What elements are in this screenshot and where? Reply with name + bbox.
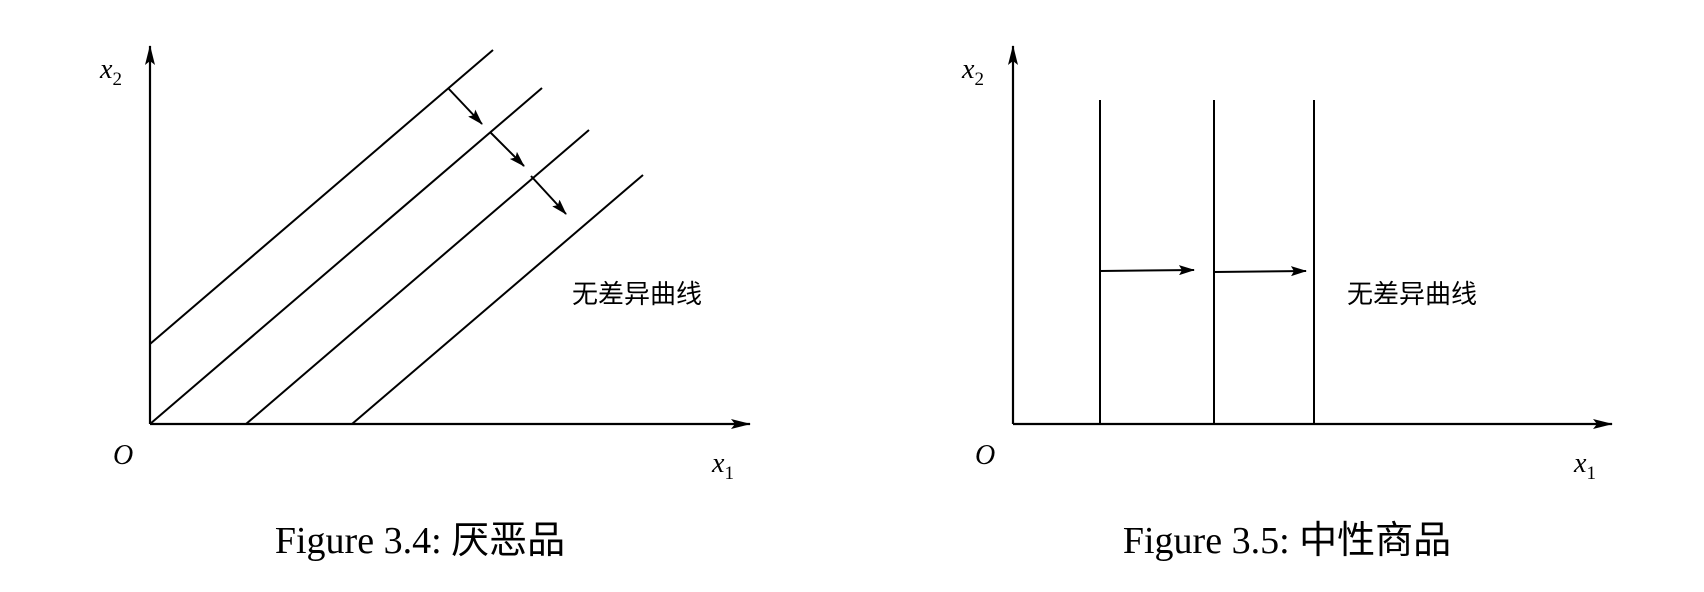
figure-3-4-origin-label: O (113, 440, 133, 471)
figure-3-5-curve-label: 无差异曲线 (1347, 280, 1477, 310)
figure-3-4-axes (145, 45, 751, 429)
figure-3-5-caption: Figure 3.5: 中性商品 (1123, 520, 1451, 562)
figure-3-4-shift-arrow-1 (447, 87, 483, 125)
figure-3-4-shift-arrows (447, 87, 567, 215)
figure-3-5-shift-arrows (1099, 265, 1307, 277)
figure-3-4-indifference-curves (149, 49, 644, 425)
figure-3-4: O x2 x1 无差异曲线 Figure 3.4: 厌恶品 (99, 45, 751, 562)
figure-3-4-shift-arrow-3 (530, 175, 567, 215)
figure-3-5-shift-arrow-2 (1213, 266, 1307, 277)
figure-3-4-curve-4 (351, 174, 644, 425)
figure-3-4-curve-label: 无差异曲线 (572, 280, 702, 310)
figure-3-5-x-axis-label: x1 (1573, 448, 1596, 484)
figure-3-5: O x2 x1 无差异曲线 Figure 3.5: 中性商品 (961, 45, 1613, 562)
figure-3-4-x-axis-label: x1 (711, 448, 734, 484)
figure-3-4-shift-arrow-2 (489, 131, 525, 167)
figure-3-5-axes (1008, 45, 1613, 429)
figure-3-4-curve-3 (245, 129, 590, 425)
figure-3-4-caption: Figure 3.4: 厌恶品 (275, 520, 565, 562)
figure-3-4-curve-2 (149, 87, 543, 425)
figure-3-5-origin-label: O (975, 440, 995, 471)
figure-3-5-shift-arrow-1 (1099, 265, 1195, 276)
figure-3-4-curve-1 (149, 49, 494, 345)
figure-3-4-y-axis-label: x2 (99, 54, 122, 90)
figure-3-5-indifference-curves (1099, 100, 1315, 424)
figure-3-5-y-axis-label: x2 (961, 54, 984, 90)
